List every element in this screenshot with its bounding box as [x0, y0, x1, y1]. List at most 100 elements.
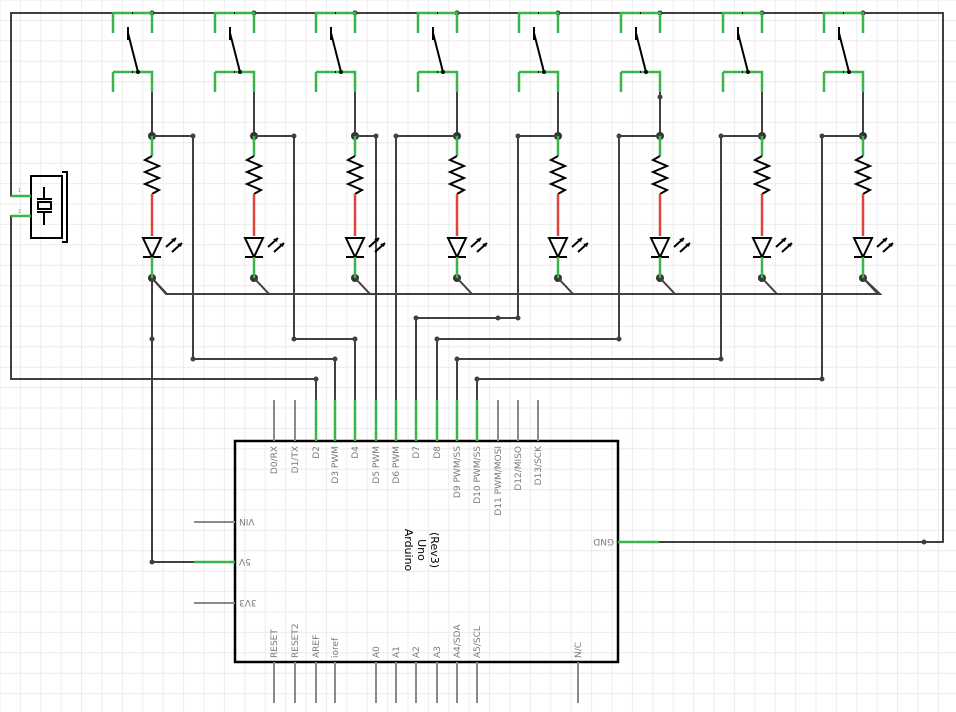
led-8[interactable]	[852, 237, 894, 278]
components	[111, 11, 894, 278]
left-pin-label: 3V3	[239, 597, 257, 607]
resistor-8[interactable]	[853, 136, 873, 236]
led-arrow-heads	[171, 238, 182, 247]
buzzer[interactable]: 1 2	[11, 171, 68, 243]
wire[interactable]	[415, 135, 559, 319]
bottom-pin-label: RESET2	[291, 623, 301, 658]
wire[interactable]	[456, 135, 763, 360]
push-button-5[interactable]	[517, 11, 560, 92]
button-contact	[136, 70, 140, 74]
top-pin-label: D8	[433, 446, 443, 459]
push-button-8[interactable]	[822, 11, 865, 92]
board-name-line1: Arduino	[402, 529, 415, 572]
led-4[interactable]	[446, 237, 488, 278]
led-7[interactable]	[751, 237, 793, 278]
top-pin-label: D12/MISO	[514, 446, 524, 491]
button-top-pins	[213, 11, 256, 33]
wire-junction	[149, 559, 155, 565]
wire[interactable]	[151, 277, 195, 563]
led-triangle	[852, 237, 874, 260]
button-contact	[644, 70, 648, 74]
wire-junction	[149, 336, 155, 342]
wire[interactable]	[456, 277, 473, 295]
column-2	[213, 11, 285, 278]
top-pin-label: D10 PWM/SS	[473, 446, 483, 504]
button-body	[640, 12, 641, 73]
board-name-line3: (Rev3)	[428, 532, 441, 568]
top-pin-label: D1/TX	[291, 446, 301, 473]
wire[interactable]	[10, 12, 944, 543]
column-7	[721, 11, 793, 278]
button-actuator	[432, 32, 444, 73]
bottom-pin-label: A3	[433, 646, 443, 658]
wire[interactable]	[436, 135, 661, 340]
bottom-pin-label: RESET	[270, 629, 280, 658]
resistor-4[interactable]	[447, 136, 467, 236]
button-top-pins	[314, 11, 357, 33]
top-pin-label: D6 PWM	[392, 446, 402, 484]
button-top-pins	[111, 11, 154, 33]
button-body	[437, 12, 438, 73]
wire-junction	[657, 94, 663, 100]
wire[interactable]	[253, 135, 356, 340]
wire[interactable]	[395, 135, 458, 442]
wire-junction	[393, 133, 399, 139]
button-contact	[847, 70, 851, 74]
resistor-body	[447, 155, 467, 195]
wire-junction	[718, 356, 724, 362]
button-actuator	[533, 32, 545, 73]
wire[interactable]	[659, 277, 676, 295]
led-2[interactable]	[243, 237, 285, 278]
wire[interactable]	[862, 277, 879, 295]
resistor-3[interactable]	[345, 136, 365, 236]
button-body	[234, 12, 235, 73]
wire-junction	[616, 133, 622, 139]
bottom-pin-label: N/C	[574, 642, 584, 658]
push-button-3[interactable]	[314, 11, 357, 92]
push-button-6[interactable]	[619, 11, 662, 92]
arduino-board-outline[interactable]	[233, 439, 620, 664]
wire[interactable]	[151, 277, 168, 295]
button-contact	[441, 70, 445, 74]
led-1[interactable]	[141, 237, 183, 278]
wire[interactable]	[476, 135, 864, 380]
bottom-pin-label: A2	[412, 646, 422, 658]
led-triangle	[649, 237, 671, 260]
resistor-body	[853, 155, 873, 195]
led-triangle	[243, 237, 265, 260]
resistor-2[interactable]	[244, 136, 264, 236]
wire[interactable]	[761, 277, 778, 295]
resistor-6[interactable]	[650, 136, 670, 236]
led-arrow-heads	[882, 238, 893, 247]
push-button-7[interactable]	[721, 11, 764, 92]
left-pin-label: VIN	[239, 516, 255, 526]
wire[interactable]	[151, 135, 336, 360]
wire[interactable]	[253, 277, 270, 295]
top-pin-label: D9 PWM/SS	[453, 446, 463, 498]
resistor-body	[650, 155, 670, 195]
button-actuator	[838, 32, 850, 73]
top-pin-label: D3 PWM	[331, 446, 341, 484]
led-3[interactable]	[344, 237, 386, 278]
resistor-7[interactable]	[752, 136, 772, 236]
column-3	[314, 11, 386, 278]
push-button-2[interactable]	[213, 11, 256, 92]
button-body	[843, 12, 844, 73]
led-5[interactable]	[547, 237, 589, 278]
button-actuator	[330, 32, 342, 73]
button-actuator	[229, 32, 241, 73]
wire[interactable]	[354, 277, 371, 295]
led-arrow-heads	[374, 238, 385, 247]
resistor-5[interactable]	[548, 136, 568, 236]
push-button-4[interactable]	[416, 11, 459, 92]
button-actuator	[127, 32, 139, 73]
top-pin-label: D11 PWM/MOSI	[494, 446, 504, 516]
wire[interactable]	[557, 277, 574, 295]
led-6[interactable]	[649, 237, 691, 278]
push-button-1[interactable]	[111, 11, 154, 92]
wire[interactable]	[10, 215, 317, 380]
resistor-1[interactable]	[142, 136, 162, 236]
